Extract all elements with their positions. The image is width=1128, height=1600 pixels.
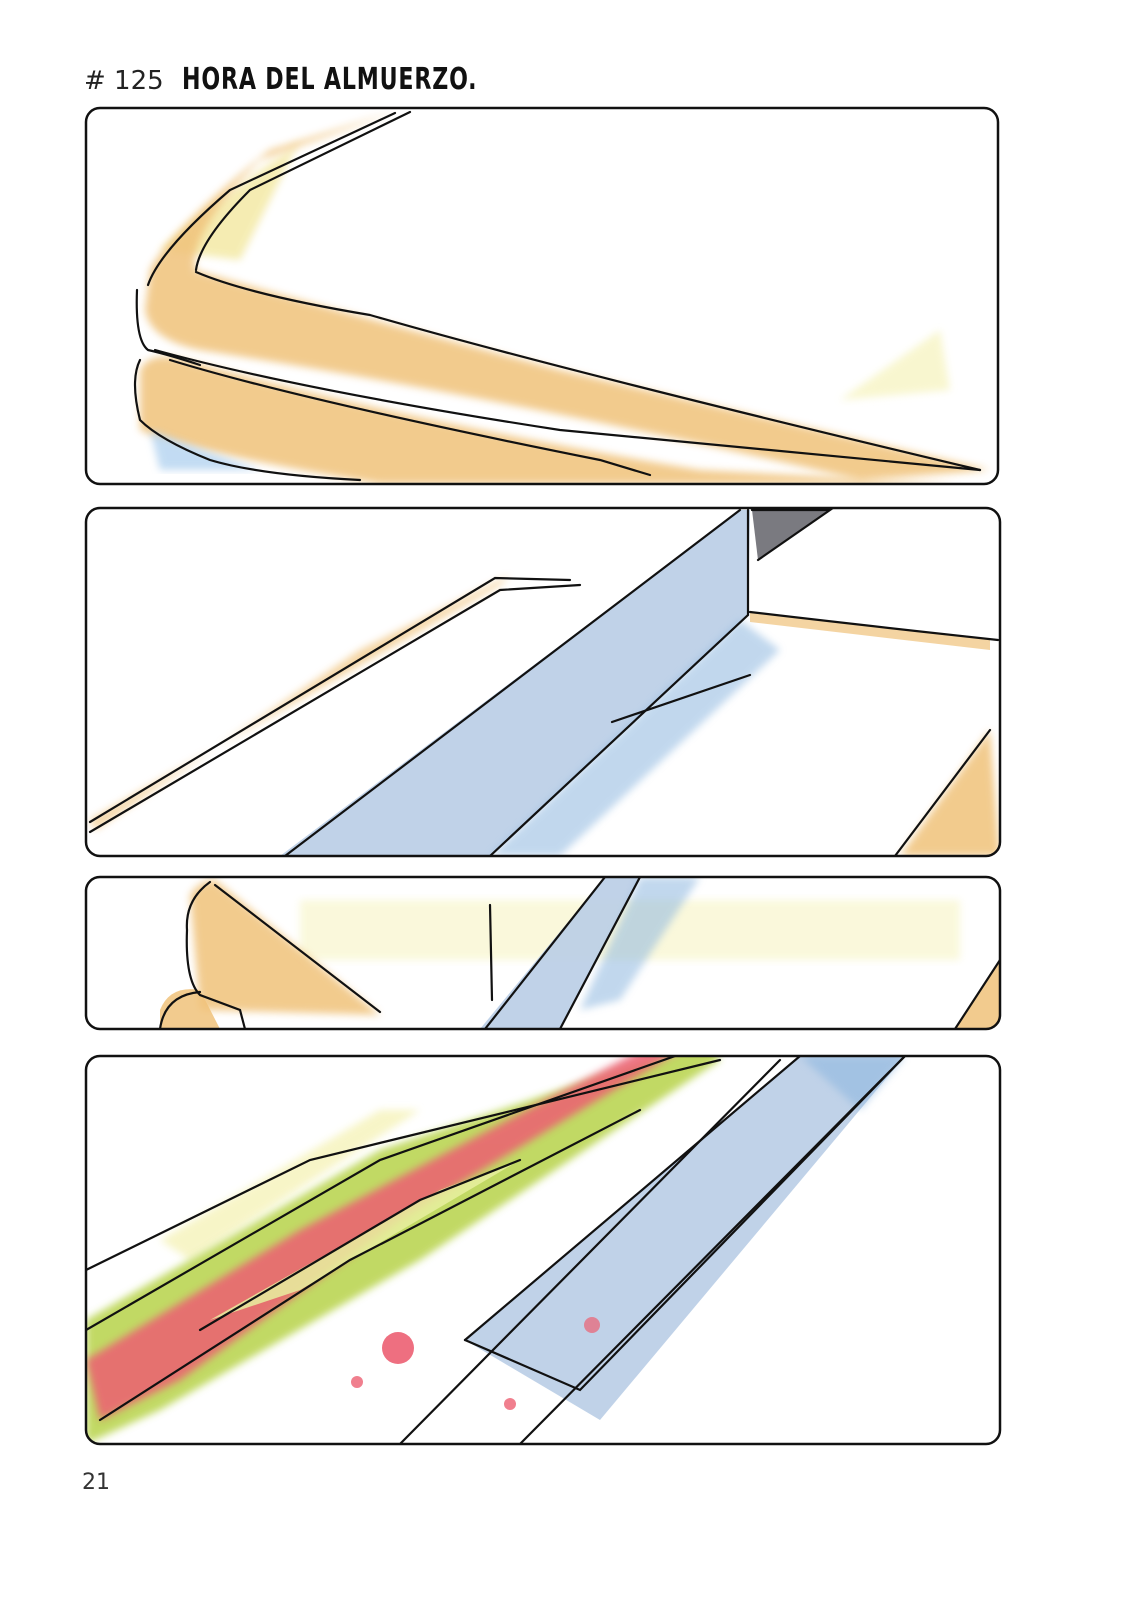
- page-number: 21: [82, 1470, 110, 1495]
- episode-number: # 125: [84, 66, 164, 96]
- panel-1: [86, 108, 998, 484]
- panel-4-border: [84, 1054, 1002, 1446]
- panel-3-border: [84, 875, 1002, 1031]
- panel-2: [86, 508, 1000, 856]
- page-header: # 125 HORA DEL ALMUERZO.: [84, 62, 542, 102]
- episode-title: HORA DEL ALMUERZO.: [181, 62, 478, 97]
- panel-4: [86, 1056, 1000, 1444]
- panel-1-border: [84, 106, 1000, 486]
- panel-2-border: [84, 506, 1002, 858]
- panel-3: [86, 877, 1000, 1029]
